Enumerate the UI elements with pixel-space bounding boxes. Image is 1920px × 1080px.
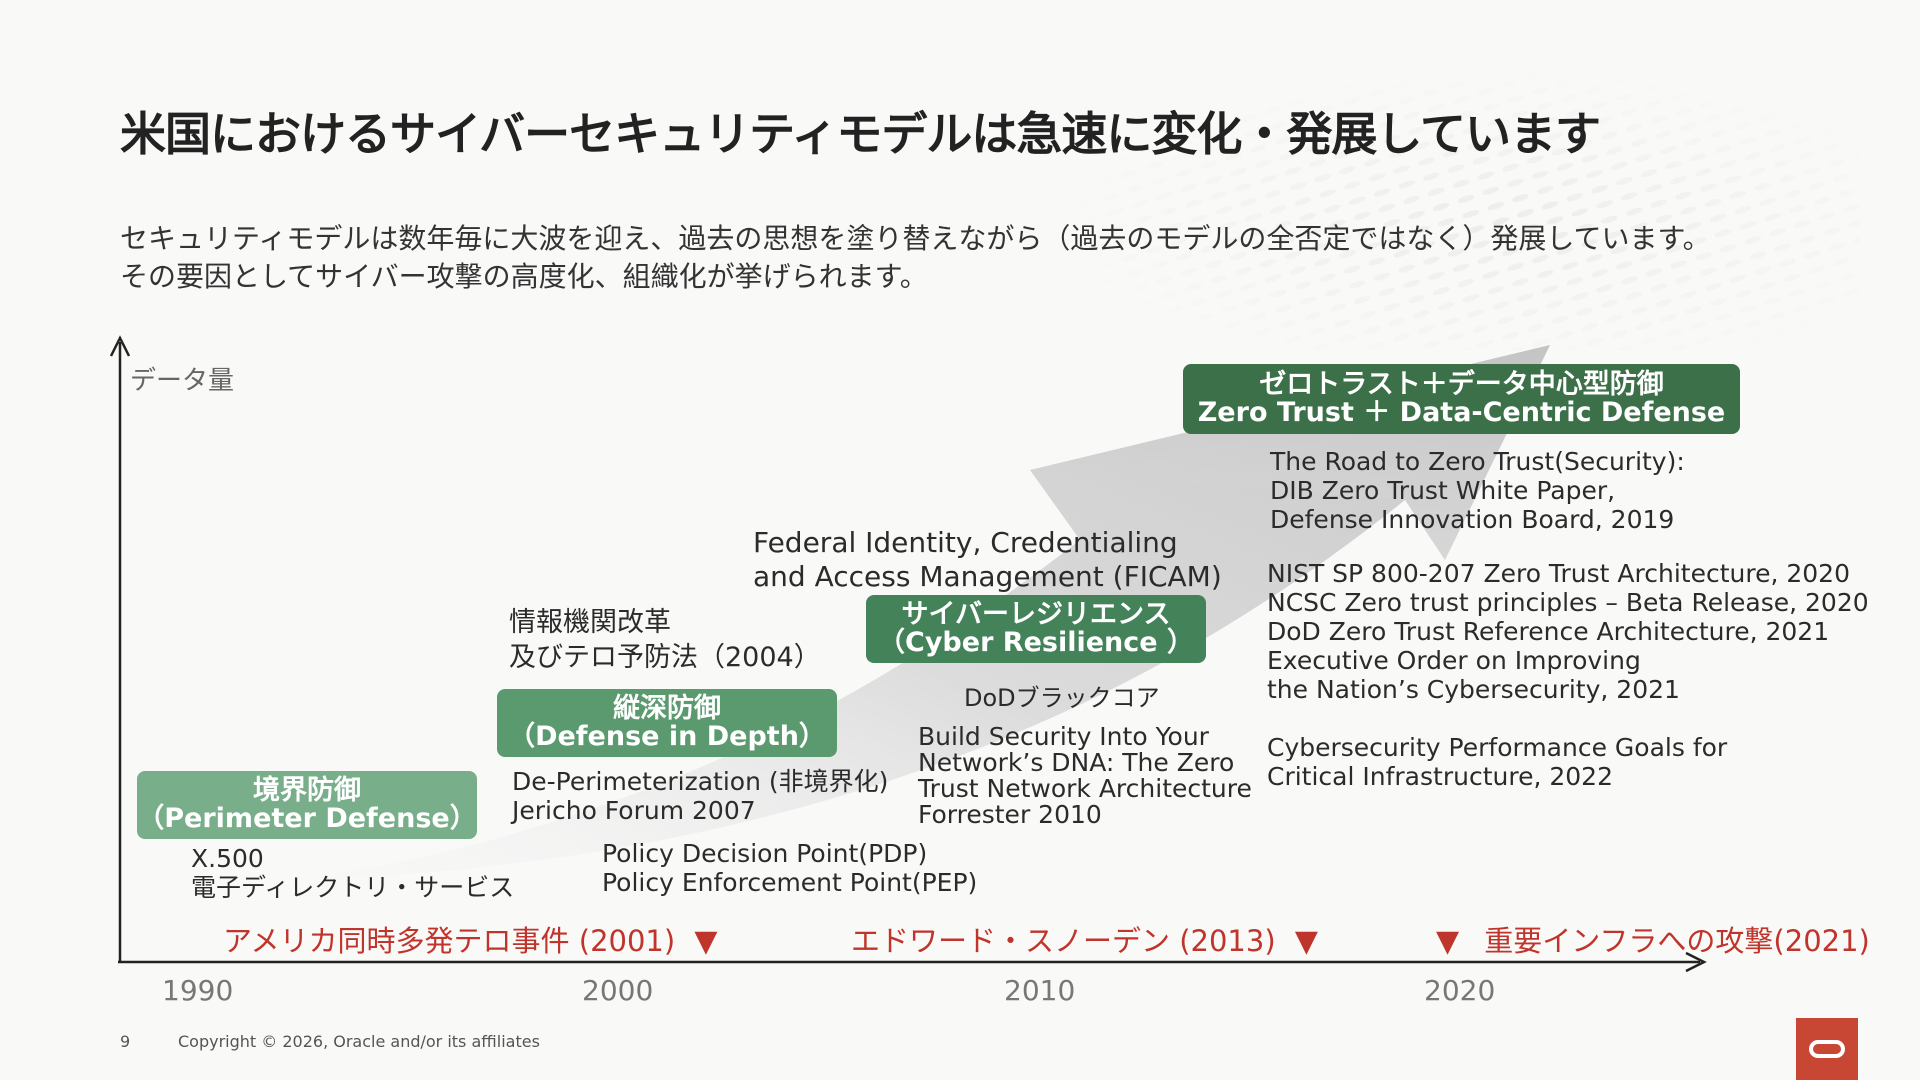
note-nist-list: NIST SP 800-207 Zero Trust Architecture,… [1267, 559, 1869, 704]
note-x500-line1: X.500 [191, 844, 264, 873]
note-road-line2: DIB Zero Trust White Paper, [1270, 476, 1616, 505]
note-forrester-line4: Forrester 2010 [918, 800, 1102, 829]
model-depth-jp: 縦深防御 [613, 693, 721, 724]
x-axis-arrowhead [1685, 951, 1707, 973]
event-2021-label: 重要インフラへの攻撃(2021) [1484, 924, 1870, 958]
note-x500-line2: 電子ディレクトリ・サービス [191, 873, 515, 902]
page-subtitle: セキュリティモデルは数年毎に大波を迎え、過去の思想を塗り替えながら（過去のモデル… [120, 220, 1711, 296]
note-x500: X.500 電子ディレクトリ・サービス [191, 844, 514, 902]
event-2001-label: アメリカ同時多発テロ事件 (2001) [223, 924, 676, 958]
note-forrester-line2: Network’s DNA: The Zero [918, 748, 1235, 777]
note-intel-line2: 及びテロ予防法（2004） [509, 642, 821, 673]
model-resilience-jp: サイバーレジリエンス [901, 599, 1171, 630]
event-2013: エドワード・スノーデン (2013) ▼ [851, 918, 1318, 960]
note-cpg-line1: Cybersecurity Performance Goals for [1267, 733, 1728, 762]
note-nist-line4: Executive Order on Improving [1267, 646, 1641, 675]
note-deperimeterization: De-Perimeterization (非境界化) Jericho Forum… [512, 767, 888, 825]
note-forrester-line1: Build Security Into Your [918, 722, 1209, 751]
note-pdp-pep: Policy Decision Point(PDP) Policy Enforc… [602, 839, 977, 897]
model-cyber-resilience: サイバーレジリエンス （Cyber Resilience ） [866, 595, 1206, 663]
note-cpg-line2: Critical Infrastructure, 2022 [1267, 762, 1613, 791]
model-resilience-en: （Cyber Resilience ） [878, 627, 1194, 658]
note-forrester: Build Security Into Your Network’s DNA: … [918, 724, 1252, 828]
triangle-down-icon: ▼ [1294, 924, 1318, 959]
note-road-line3: Defense Innovation Board, 2019 [1270, 505, 1675, 534]
note-road-line1: The Road to Zero Trust(Security): [1270, 447, 1685, 476]
event-2013-label: エドワード・スノーデン (2013) [851, 924, 1276, 958]
note-deperim-line2: Jericho Forum 2007 [512, 796, 756, 825]
event-2021: ▼ 重要インフラへの攻撃(2021) [1436, 918, 1870, 960]
model-zero-trust: ゼロトラスト＋データ中心型防御 Zero Trust ＋ Data-Centri… [1183, 364, 1740, 434]
note-pdp-line1: Policy Decision Point(PDP) [602, 839, 928, 868]
note-deperim-line1: De-Perimeterization (非境界化) [512, 767, 889, 796]
copyright-text: Copyright © 2026, Oracle and/or its affi… [178, 1032, 540, 1051]
page-number: 9 [120, 1032, 131, 1051]
x-tick-1990: 1990 [162, 974, 234, 1007]
note-forrester-line3: Trust Network Architecture [918, 774, 1252, 803]
note-road-to-zero-trust: The Road to Zero Trust(Security): DIB Ze… [1270, 447, 1685, 534]
model-zerotrust-jp: ゼロトラスト＋データ中心型防御 [1259, 369, 1664, 400]
model-perimeter-jp: 境界防御 [253, 775, 361, 806]
model-perimeter-defense: 境界防御 （Perimeter Defense） [137, 771, 477, 839]
event-2001: アメリカ同時多発テロ事件 (2001) ▼ [223, 918, 718, 960]
y-axis-label: データ量 [130, 366, 235, 396]
model-defense-in-depth: 縦深防御 （Defense in Depth） [497, 689, 837, 757]
note-intel-line1: 情報機関改革 [509, 607, 671, 638]
note-pdp-line2: Policy Enforcement Point(PEP) [602, 868, 978, 897]
note-nist-line2: NCSC Zero trust principles – Beta Releas… [1267, 588, 1869, 617]
note-dod-black-core: DoDブラックコア [964, 684, 1160, 712]
note-intel-reform: 情報機関改革 及びテロ予防法（2004） [509, 605, 821, 675]
x-tick-2000: 2000 [582, 974, 654, 1007]
model-depth-en: （Defense in Depth） [508, 721, 826, 752]
note-cpg: Cybersecurity Performance Goals for Crit… [1267, 733, 1727, 791]
y-axis-arrowhead [109, 335, 131, 357]
model-perimeter-en: （Perimeter Defense） [137, 803, 477, 834]
triangle-down-icon: ▼ [1436, 924, 1460, 959]
subtitle-line-2: その要因としてサイバー攻撃の高度化、組織化が挙げられます。 [120, 260, 928, 293]
decorative-pattern [1060, 70, 1860, 350]
note-ficam-line2: and Access Management (FICAM) [753, 560, 1222, 593]
x-tick-2020: 2020 [1424, 974, 1496, 1007]
model-zerotrust-en: Zero Trust ＋ Data-Centric Defense [1197, 397, 1726, 428]
note-nist-line1: NIST SP 800-207 Zero Trust Architecture,… [1267, 559, 1850, 588]
oracle-logo-icon [1796, 1018, 1858, 1080]
x-tick-2010: 2010 [1004, 974, 1076, 1007]
triangle-down-icon: ▼ [694, 924, 718, 959]
note-nist-line5: the Nation’s Cybersecurity, 2021 [1267, 675, 1680, 704]
page-title: 米国におけるサイバーセキュリティモデルは急速に変化・発展しています [120, 107, 1601, 161]
note-ficam-line1: Federal Identity, Credentialing [753, 526, 1178, 559]
note-nist-line3: DoD Zero Trust Reference Architecture, 2… [1267, 617, 1830, 646]
note-ficam: Federal Identity, Credentialing and Acce… [753, 526, 1222, 594]
subtitle-line-1: セキュリティモデルは数年毎に大波を迎え、過去の思想を塗り替えながら（過去のモデル… [120, 222, 1711, 255]
